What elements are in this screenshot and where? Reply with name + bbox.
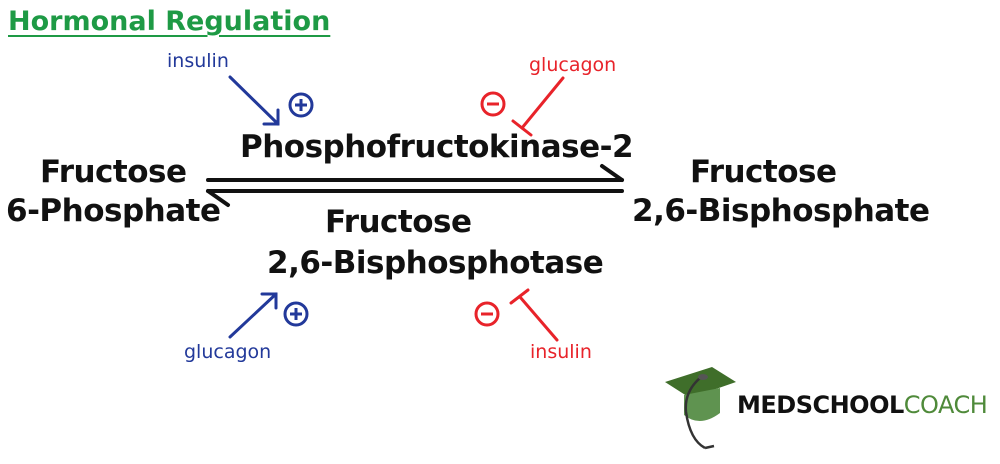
medschoolcoach-logo: MEDSCHOOLCOACH (737, 391, 988, 419)
glucagon-activation-arrow (228, 292, 278, 339)
pfk2-inhibitor-label: glucagon (529, 54, 617, 76)
substrate-line2: 6-Phosphate (6, 193, 221, 229)
fbpase2-line2: 2,6-Bisphosphotase (267, 245, 604, 281)
pfk2-enzyme-label: Phosphofructokinase-2 (240, 129, 634, 165)
diagram-title: Hormonal Regulation (8, 6, 331, 37)
minus-icon (480, 91, 506, 117)
fbpase2-inhibitor-label: insulin (530, 341, 592, 363)
logo-cap-icon (665, 367, 736, 450)
product-line1: Fructose (690, 154, 837, 190)
product-line2: 2,6-Bisphosphate (632, 193, 930, 229)
pfk2-activator-label: insulin (167, 50, 229, 72)
glucagon-inhibition-line (511, 76, 565, 137)
plus-icon (288, 92, 314, 118)
logo-text-light: COACH (903, 391, 988, 419)
logo-text-bold: MEDSCHOOL (737, 391, 904, 419)
fbpase2-line1: Fructose (325, 204, 472, 240)
plus-icon (283, 301, 309, 327)
minus-icon (474, 301, 500, 327)
reverse-reaction-arrow (206, 189, 624, 207)
fbpase2-activator-label: glucagon (184, 341, 272, 363)
substrate-line1: Fructose (40, 154, 187, 190)
forward-reaction-arrow (206, 164, 624, 182)
insulin-activation-arrow (228, 75, 280, 126)
insulin-inhibition-line (509, 288, 559, 342)
